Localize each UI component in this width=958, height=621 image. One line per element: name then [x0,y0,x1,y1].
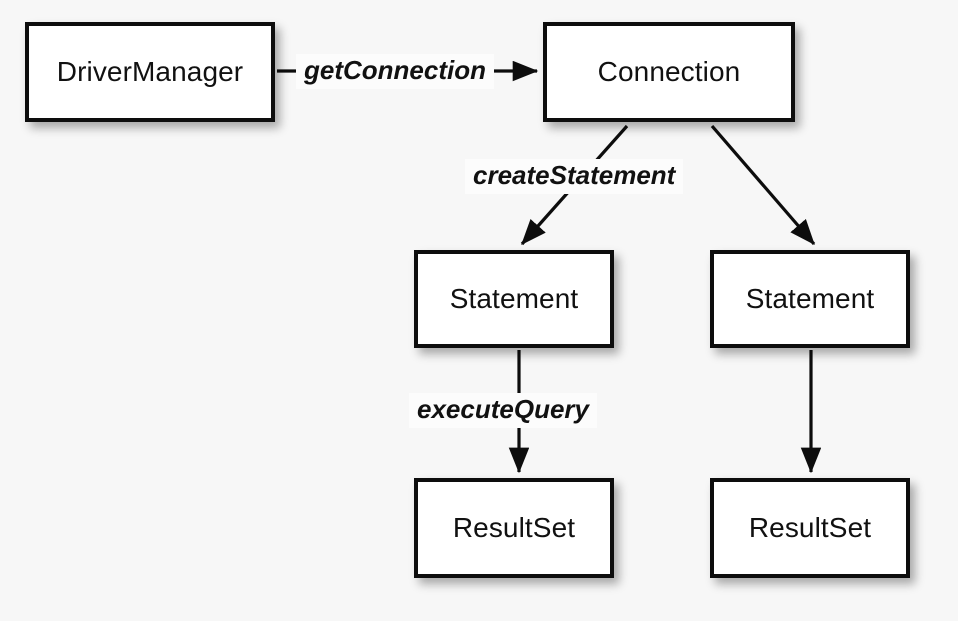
node-statement-left[interactable]: Statement [414,250,614,348]
node-driver-manager-label: DriverManager [56,56,244,87]
node-connection[interactable]: Connection [543,22,795,122]
node-statement-left-label: Statement [449,283,579,314]
node-statement-right[interactable]: Statement [710,250,910,348]
edge-label-execute-query: executeQuery [409,393,597,429]
node-statement-right-label: Statement [745,283,875,314]
node-resultset-right[interactable]: ResultSet [710,478,910,578]
node-driver-manager[interactable]: DriverManager [25,22,275,122]
node-connection-label: Connection [597,56,741,87]
edge-label-create-statement: createStatement [465,159,684,195]
edge-create-statement-2-line [710,124,816,246]
node-resultset-left[interactable]: ResultSet [414,478,614,578]
node-resultset-left-label: ResultSet [452,512,576,543]
edge-label-get-connection: getConnection [296,54,494,90]
node-resultset-right-label: ResultSet [748,512,872,543]
